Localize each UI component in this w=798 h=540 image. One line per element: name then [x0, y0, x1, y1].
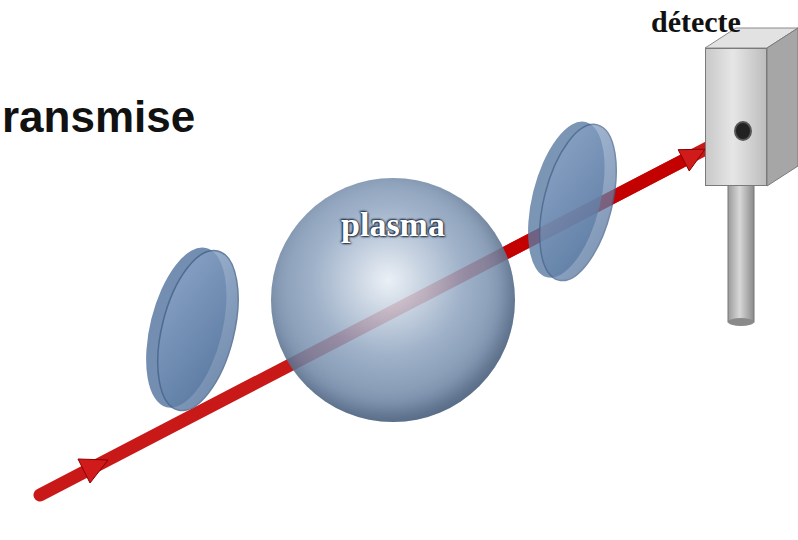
slide-title: ransmise	[2, 92, 195, 142]
detector-box: détecte	[705, 48, 767, 186]
lens	[514, 114, 630, 289]
detector-side	[767, 28, 798, 186]
plasma-sphere: plasma	[271, 178, 515, 422]
detector-aperture	[734, 121, 752, 141]
beam-arrowhead	[78, 459, 108, 483]
lens	[132, 239, 253, 418]
laser-beam	[40, 130, 742, 495]
detector-label: détecte	[651, 5, 741, 39]
stand-base	[728, 318, 754, 326]
plasma-label: plasma	[271, 206, 515, 244]
detector-stand	[728, 184, 754, 322]
